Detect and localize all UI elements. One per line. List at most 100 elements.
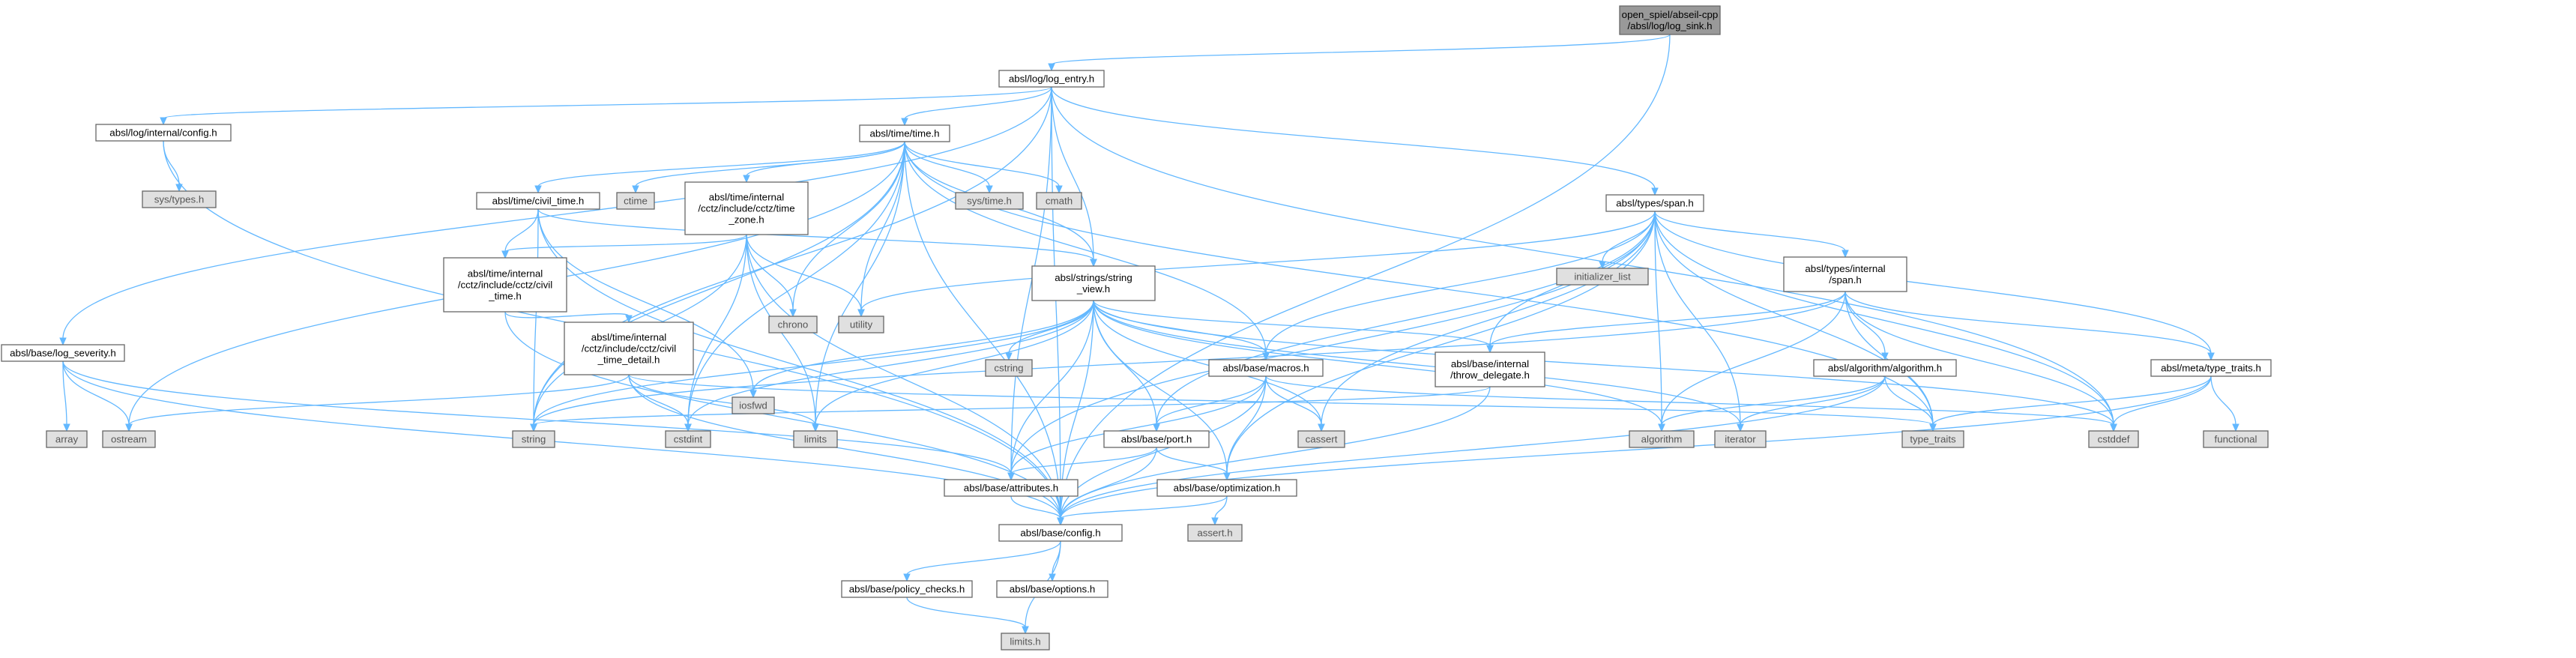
node-attributes[interactable]: absl/base/attributes.h — [944, 479, 1079, 497]
edge-line — [504, 311, 630, 319]
edge-line — [1010, 86, 1052, 474]
node-box — [684, 181, 809, 235]
node-label: algorithm — [1641, 434, 1683, 445]
edge-internal_span-to-throw_delegate — [1486, 291, 1846, 354]
node-limits-h: limits.h — [1001, 633, 1050, 651]
node-label: absl/meta/type_traits.h — [2161, 363, 2261, 374]
node-box — [95, 124, 232, 142]
node-civil-time[interactable]: absl/time/civil_time.h — [476, 192, 600, 210]
node-limits: limits — [793, 430, 838, 448]
edge-config-to-policy_checks — [903, 540, 1061, 582]
edge-arrowhead — [2110, 423, 2117, 432]
edge-span_h-to-port — [1153, 211, 1656, 432]
node-label: absl/time/internal — [709, 192, 785, 203]
edge-layer — [59, 34, 2239, 635]
edge-log_entry-to-time_h — [901, 86, 1052, 127]
node-label: initializer_list — [1574, 271, 1631, 283]
node-options[interactable]: absl/base/options.h — [996, 580, 1108, 598]
edge-optimization-to-config — [1057, 495, 1228, 526]
edge-algorithm_h-to-config — [1057, 375, 1886, 526]
node-box — [665, 430, 711, 448]
edge-port-to-optimization — [1156, 447, 1231, 481]
edge-cctz_civil_time_detail-to-ostream — [125, 374, 630, 432]
edge-arrowhead — [789, 309, 797, 318]
node-cctz-civil-time[interactable]: absl/time/internal/cctz/include/cctz/civ… — [443, 257, 567, 313]
node-macros[interactable]: absl/base/macros.h — [1208, 359, 1324, 377]
edge-cctz_civil_time_detail-to-config — [628, 374, 1064, 526]
node-ctime: ctime — [616, 192, 655, 210]
edge-log_entry-to-config — [1051, 86, 1064, 526]
node-label: sys/time.h — [967, 196, 1012, 207]
edge-macros-to-optimization — [1223, 375, 1267, 481]
edge-arrowhead — [2207, 352, 2215, 361]
node-box — [955, 192, 1024, 210]
node-throw-delegate[interactable]: absl/base/internal/throw_delegate.h — [1435, 351, 1545, 387]
edge-line — [1932, 375, 2212, 426]
node-label: ostream — [111, 434, 147, 445]
node-string-view[interactable]: absl/strings/string_view.h — [1031, 265, 1156, 301]
edge-line — [1051, 86, 2114, 426]
node-cctz-time-zone[interactable]: absl/time/internal/cctz/include/cctz/tim… — [684, 181, 809, 235]
edge-log_severity-to-array — [62, 360, 70, 432]
node-label: /cctz/include/cctz/time — [698, 203, 794, 214]
node-label: absl/base/attributes.h — [964, 483, 1058, 494]
node-label: absl/base/optimization.h — [1174, 483, 1281, 494]
node-log-severity[interactable]: absl/base/log_severity.h — [1, 344, 125, 362]
edge-arrowhead — [530, 423, 537, 432]
node-optimization[interactable]: absl/base/optimization.h — [1156, 479, 1297, 497]
edge-civil_time-to-string_view — [537, 208, 1097, 268]
edge-arrowhead — [125, 423, 133, 432]
edge-line — [504, 208, 539, 253]
node-algorithm-h[interactable]: absl/algorithm/algorithm.h — [1813, 359, 1957, 377]
edge-line — [1654, 211, 1846, 252]
edge-arrowhead — [1153, 423, 1160, 432]
edge-line — [1060, 375, 1886, 519]
edge-arrowhead — [625, 315, 633, 324]
node-label: absl/log/log_entry.h — [1009, 73, 1094, 85]
node-box — [998, 70, 1105, 88]
node-internal-config[interactable]: absl/log/internal/config.h — [95, 124, 232, 142]
edge-line — [62, 360, 1061, 519]
edge-line — [906, 540, 1061, 576]
node-box — [443, 257, 567, 313]
node-internal-span[interactable]: absl/types/internal/span.h — [1783, 256, 1907, 292]
edge-line — [1051, 86, 1656, 190]
edge-line — [1051, 86, 1094, 261]
node-label: cmath — [1046, 196, 1073, 207]
edge-line — [1265, 375, 1322, 426]
node-label: absl/base/internal — [1451, 358, 1529, 369]
node-cassert: cassert — [1297, 430, 1345, 448]
node-cstddef: cstddef — [2088, 430, 2139, 448]
node-cstdint: cstdint — [665, 430, 711, 448]
edge-time_h-to-limits — [812, 141, 905, 432]
edge-throw_delegate-to-config — [1057, 386, 1491, 526]
edge-line — [533, 141, 905, 426]
node-type-traits-h[interactable]: absl/meta/type_traits.h — [2150, 359, 2272, 377]
edge-macros-to-cstddef — [1265, 375, 2117, 432]
edge-line — [1010, 495, 1061, 519]
node-span-h[interactable]: absl/types/span.h — [1605, 194, 1704, 212]
edge-arrowhead — [59, 337, 67, 346]
node-algorithm: algorithm — [1629, 430, 1695, 448]
edge-arrowhead — [1090, 259, 1097, 268]
node-config[interactable]: absl/base/config.h — [998, 524, 1123, 542]
node-box — [996, 580, 1108, 598]
node-array: array — [46, 430, 88, 448]
node-ostream: ostream — [102, 430, 156, 448]
node-port[interactable]: absl/base/port.h — [1103, 430, 1210, 448]
edge-line — [1093, 300, 1228, 474]
node-log-entry[interactable]: absl/log/log_entry.h — [998, 70, 1105, 88]
node-label: iosfwd — [739, 400, 767, 411]
edge-line — [860, 211, 1656, 311]
edge-cctz_time_zone-to-chrono — [746, 234, 797, 318]
edge-string_view-to-algorithm — [1093, 300, 1665, 432]
node-cmath: cmath — [1036, 192, 1082, 210]
node-cctz-civil-time-detail[interactable]: absl/time/internal/cctz/include/cctz/civ… — [564, 322, 694, 375]
edge-line — [1214, 495, 1228, 519]
node-time-h[interactable]: absl/time/time.h — [859, 124, 950, 142]
edge-line — [628, 374, 816, 426]
edge-line — [1844, 291, 1886, 354]
node-policy-checks[interactable]: absl/base/policy_checks.h — [841, 580, 973, 598]
edge-line — [537, 208, 1094, 261]
node-log-sink[interactable]: open_spiel/abseil-cpp/absl/log/log_sink.… — [1619, 5, 1721, 35]
